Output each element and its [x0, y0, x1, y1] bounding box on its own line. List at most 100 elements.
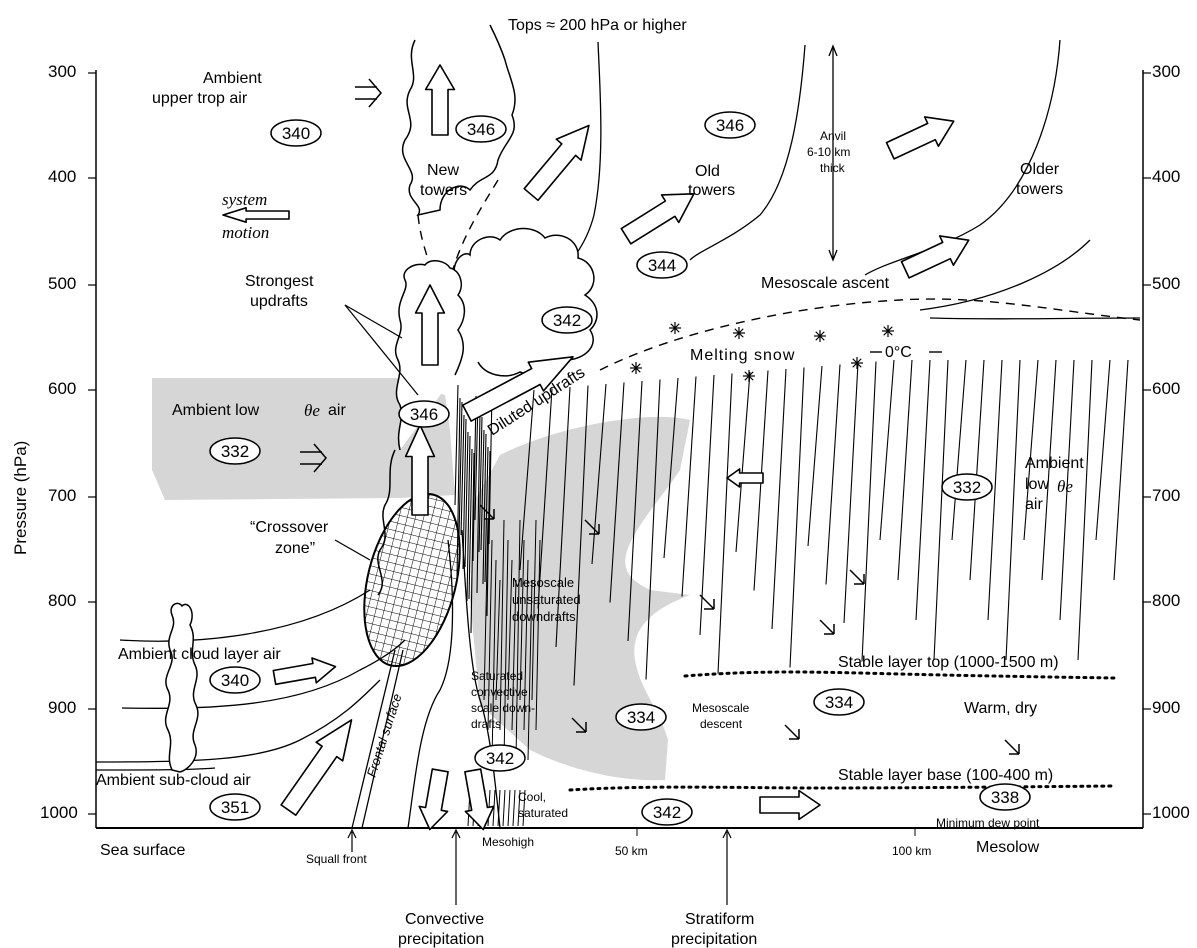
convective-label-1: Convective — [405, 911, 484, 928]
new-towers-label-2: towers — [420, 182, 467, 199]
value-middle-arrow: 344 — [648, 256, 676, 275]
value-cloud-layer: 340 — [221, 671, 249, 690]
surface-streak — [513, 790, 515, 826]
squall-front-label: Squall front — [306, 852, 367, 866]
cool-label-2: saturated — [518, 806, 568, 820]
ambient-low-theta-left-label: Ambient low — [172, 402, 260, 419]
stratiform-streak — [808, 366, 822, 546]
surface-streak — [503, 790, 505, 826]
ytick-right-800: 800 — [1152, 591, 1180, 610]
cloud-layer-streamline-1 — [120, 590, 370, 641]
mesolow-label: Mesolow — [976, 839, 1040, 856]
old-towers-label-1: Old — [695, 163, 720, 180]
old-tower-arrow — [621, 194, 694, 244]
ytick-right-600: 600 — [1152, 379, 1180, 398]
old-towers-label-2: towers — [688, 182, 735, 199]
ambient-cloud-layer-label: Ambient cloud layer air — [118, 646, 281, 663]
stratiform-streak — [862, 362, 876, 662]
stratiform-streak — [790, 368, 804, 668]
strongest-pointer-1 — [345, 305, 402, 338]
stratiform-streak — [718, 374, 732, 674]
stratiform-streak — [952, 360, 966, 540]
saturated-label-2: convective — [471, 685, 528, 699]
crossover-label-2: zone” — [275, 540, 315, 557]
stratiform-streak — [1024, 360, 1038, 540]
cool-label-1: Cool, — [518, 790, 546, 804]
sea-surface-label: Sea surface — [100, 842, 185, 859]
anvil-label-2: 6-10 km — [807, 145, 850, 159]
theta-e-right-label: θe — [1057, 477, 1073, 496]
ytick-right-500: 500 — [1152, 274, 1180, 293]
ytick-left-500: 500 — [48, 274, 76, 293]
meso-unsat-label-2: unsaturated — [512, 592, 581, 607]
stratiform-streak — [700, 375, 714, 635]
descent-barb-arrow — [785, 725, 799, 739]
ytick-right-300: 300 — [1152, 62, 1180, 81]
anvil-cloud-outline-2 — [690, 45, 805, 260]
value-right-low: 332 — [953, 478, 981, 497]
ambient-flow-arrow — [355, 79, 381, 107]
stratiform-streak — [898, 360, 912, 580]
convective-label-2: precipitation — [398, 931, 484, 948]
anvil-label-1: Anvil — [820, 129, 846, 143]
mesoscale-ascent-arrow — [902, 236, 969, 278]
strongest-label-1: Strongest — [245, 273, 314, 290]
core-streak — [455, 385, 458, 505]
stratiform-label-2: precipitation — [671, 931, 757, 948]
inflow-arrow-right — [727, 469, 763, 487]
stratiform-streak — [1006, 360, 1020, 660]
mesoscale-descent-label-2: descent — [700, 717, 743, 731]
older-tower-arrow — [887, 117, 954, 159]
crossover-pointer — [335, 540, 370, 560]
downdraft-left-arrow — [419, 769, 448, 829]
ambient-low-right-label-2: low — [1025, 476, 1049, 493]
subcloud-streamline-2 — [96, 768, 215, 770]
value-old-towers: 346 — [716, 116, 744, 135]
y-axis-label: Pressure (hPa) — [11, 441, 30, 555]
subcloud-inflow-arrow — [281, 720, 351, 815]
value-downdraft: 334 — [627, 708, 655, 727]
meso-unsat-label-3: downdrafts — [512, 609, 576, 624]
warm-dry-label: Warm, dry — [964, 700, 1037, 717]
outflow-arrow — [760, 791, 820, 820]
mesoscale-descent-label-1: Mesoscale — [692, 701, 750, 715]
stratiform-streak — [970, 360, 984, 580]
ambient-upper-label-1: Ambient — [203, 70, 262, 87]
meso-unsat-label-1: Mesoscale — [512, 575, 574, 590]
system-motion-label-2: motion — [222, 223, 269, 242]
ytick-left-300: 300 — [48, 62, 76, 81]
mesoscale-ascent-label: Mesoscale ascent — [761, 275, 890, 292]
frontal-surface-label: Frontal surface — [364, 692, 405, 779]
ambient-upper-label-2: upper trop air — [152, 90, 248, 107]
value-bottom: 342 — [653, 803, 681, 822]
saturated-label-4: drafts — [471, 717, 501, 731]
value-subcloud: 351 — [221, 798, 249, 817]
minimum-dew-point-label: Minimum dew point — [936, 816, 1040, 830]
stratiform-streak — [1078, 360, 1092, 660]
cloud-base-top — [930, 318, 1140, 319]
stable-base-label: Stable layer base (100-400 m) — [838, 767, 1053, 784]
air-left-label: air — [328, 402, 346, 419]
value-upper-left-core: 342 — [553, 311, 581, 330]
ytick-right-400: 400 — [1152, 167, 1180, 186]
older-towers-label-1: Older — [1020, 161, 1060, 178]
saturated-label-1: Saturated — [471, 669, 523, 683]
stratiform-streak — [682, 377, 696, 597]
stratiform-streak — [916, 360, 930, 620]
value-saturated-downdraft: 342 — [486, 749, 514, 768]
mesohigh-label: Mesohigh — [482, 835, 534, 849]
value-upper-ambient: 340 — [282, 124, 310, 143]
stable-layer-top — [685, 672, 1115, 678]
stratiform-streak — [934, 360, 948, 660]
ytick-right-900: 900 — [1152, 698, 1180, 717]
squall-front-cumulus — [166, 603, 198, 772]
stratiform-streak — [826, 365, 840, 585]
descent-barb-arrow — [820, 620, 834, 634]
air-right-label: air — [1025, 496, 1043, 513]
xtick-100km: 100 km — [892, 844, 931, 858]
stable-top-label: Stable layer top (1000-1500 m) — [838, 654, 1059, 671]
ytick-left-600: 600 — [48, 379, 76, 398]
stratiform-label-1: Stratiform — [685, 911, 754, 928]
value-core: 346 — [410, 405, 438, 424]
